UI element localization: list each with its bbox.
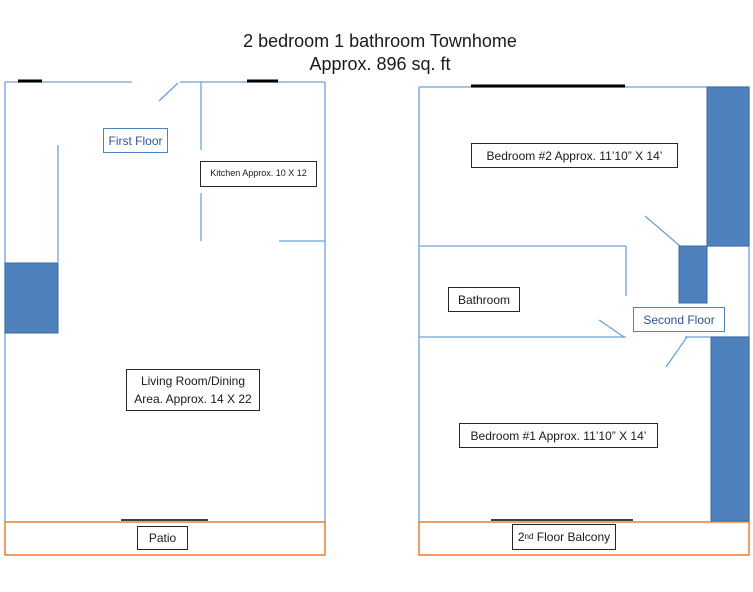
plan-title: 2 bedroom 1 bathroom Townhome bbox=[243, 31, 517, 51]
patio-outline bbox=[4, 521, 326, 556]
patio-label: Patio bbox=[137, 526, 188, 550]
balcony-outline bbox=[418, 521, 750, 556]
bedroom-1-label: Bedroom #1 Approx. 11’10” X 14’ bbox=[459, 423, 658, 448]
closet-hall bbox=[678, 245, 708, 304]
living-room-label: Living Room/Dining Area. Approx. 14 X 22 bbox=[126, 369, 260, 411]
outdoor-areas bbox=[4, 521, 750, 556]
kitchen-label: Kitchen Approx. 10 X 12 bbox=[200, 161, 317, 187]
balcony-label-number: 2 bbox=[517, 530, 525, 544]
door-swing bbox=[158, 82, 179, 102]
door-swing bbox=[644, 215, 681, 247]
closets bbox=[4, 86, 750, 522]
closet-bedroom-1 bbox=[710, 336, 750, 522]
closet-first-floor bbox=[4, 262, 59, 334]
second-floor-label: Second Floor bbox=[633, 307, 725, 332]
plan-subtitle: Approx. 896 sq. ft bbox=[309, 54, 451, 74]
door-swing bbox=[665, 336, 688, 368]
bedroom-2-label: Bedroom #2 Approx. 11’10” X 14’ bbox=[471, 143, 678, 168]
bathroom-label: Bathroom bbox=[448, 287, 520, 312]
door-swing bbox=[598, 319, 625, 338]
first-floor-label: First Floor bbox=[103, 128, 168, 153]
balcony-label-suffix: nd bbox=[524, 532, 534, 541]
living-room-label-line2: Area. Approx. 14 X 22 bbox=[134, 392, 252, 406]
closet-bedroom-2 bbox=[706, 86, 750, 247]
balcony-label-text: Floor Balcony bbox=[533, 530, 611, 544]
living-room-label-line1: Living Room/Dining bbox=[140, 374, 246, 388]
windows bbox=[18, 79, 625, 88]
